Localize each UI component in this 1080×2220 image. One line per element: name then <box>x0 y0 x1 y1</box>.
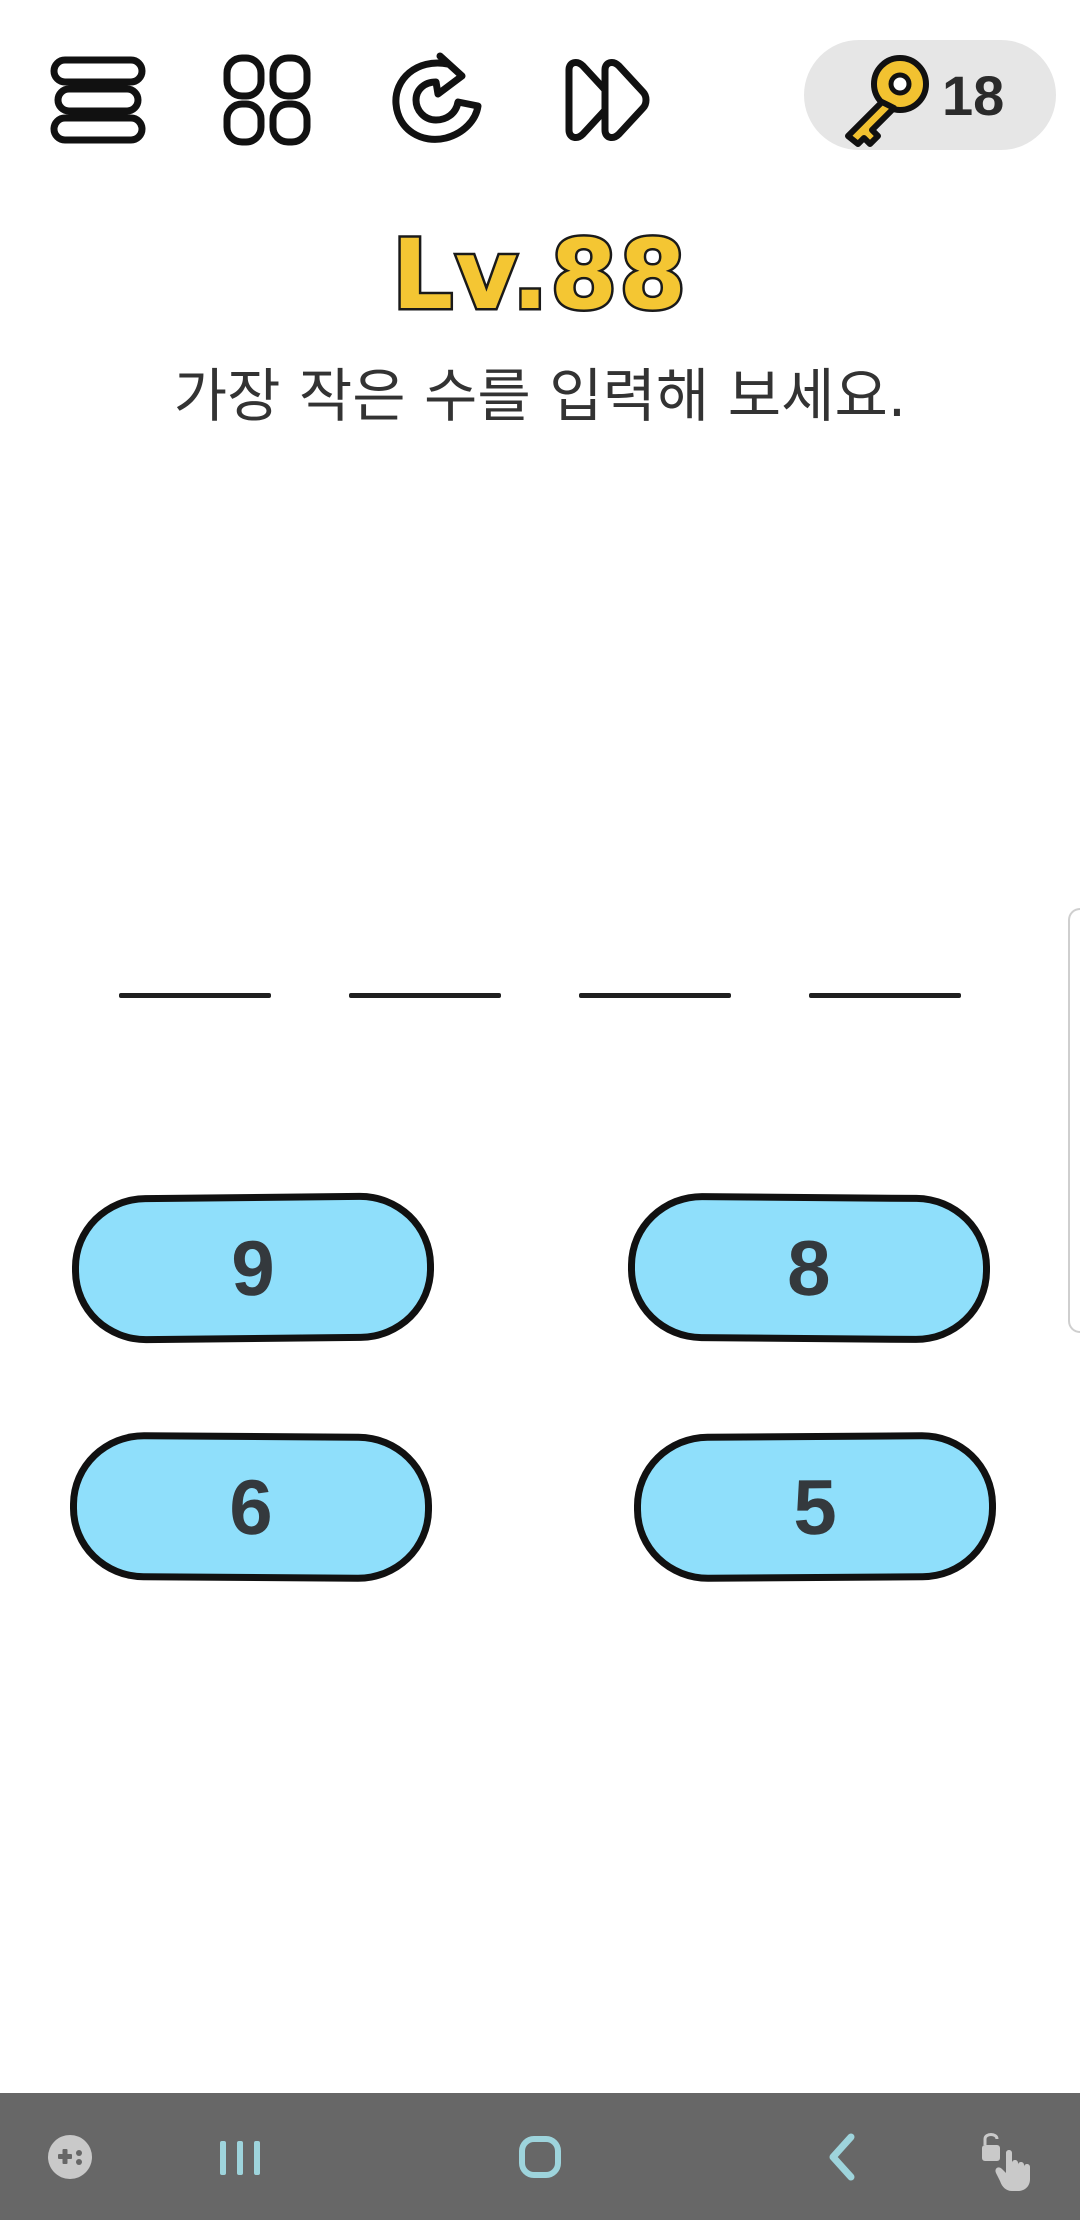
restart-icon[interactable] <box>386 50 486 150</box>
keys-counter[interactable]: 18 <box>804 40 1056 150</box>
levels-grid-icon[interactable] <box>217 50 317 150</box>
number-button-6[interactable]: 6 <box>69 1431 433 1583</box>
edge-panel-handle[interactable] <box>1068 908 1080 1333</box>
number-button-5[interactable]: 5 <box>633 1431 997 1583</box>
home-icon[interactable] <box>500 2117 580 2197</box>
answer-slot <box>119 993 271 998</box>
number-button-9[interactable]: 9 <box>71 1192 435 1344</box>
answer-slot <box>579 993 731 998</box>
answer-slot <box>809 993 961 998</box>
skip-icon[interactable] <box>555 50 655 150</box>
number-button-8[interactable]: 8 <box>627 1192 991 1344</box>
answer-slot <box>349 993 501 998</box>
recent-apps-icon[interactable] <box>200 2117 280 2197</box>
game-tools-icon[interactable] <box>30 2117 110 2197</box>
level-title: Lv.88 <box>390 217 689 334</box>
key-icon <box>845 55 929 147</box>
question-text: 가장 작은 수를 입력해 보세요. <box>173 362 907 430</box>
back-icon[interactable] <box>803 2117 883 2197</box>
touch-lock-icon[interactable] <box>968 2117 1048 2197</box>
menu-icon[interactable] <box>48 50 148 150</box>
navigation-bar <box>0 2093 1080 2220</box>
keys-count: 18 <box>942 64 1005 127</box>
